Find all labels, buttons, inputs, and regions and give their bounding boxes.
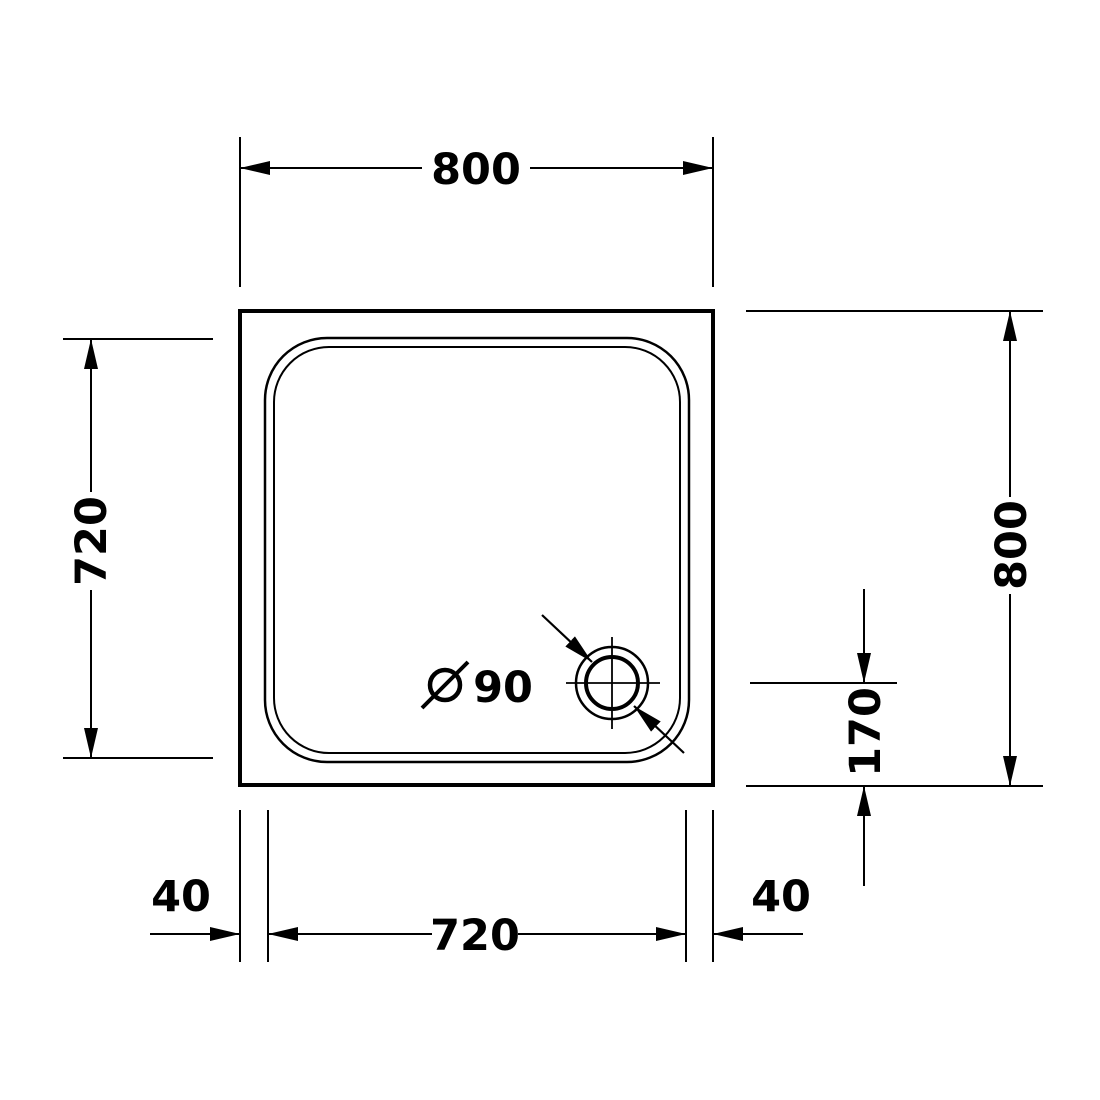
- dimension-drain-offset: [750, 589, 897, 886]
- label-right-height: 800: [987, 500, 1037, 590]
- label-bottom-inner-width: 720: [430, 911, 520, 961]
- drain-diameter-leader-upper: [541, 614, 593, 663]
- drain: [541, 614, 685, 754]
- dimension-left-inner-height: [63, 338, 213, 759]
- dimension-top-width: [239, 137, 714, 287]
- label-left-inner-height: 720: [67, 496, 117, 586]
- shower-tray: [238, 309, 715, 787]
- label-drain-diameter: 90: [473, 663, 533, 713]
- tray-outer-edge: [238, 309, 715, 787]
- label-bottom-right-rim: 40: [751, 872, 811, 922]
- drain-diameter-leader-lower: [633, 705, 685, 754]
- drain-diameter-label: 90: [420, 660, 533, 713]
- basin-inner-edge: [273, 346, 681, 754]
- label-top-width: 800: [431, 145, 521, 195]
- dimension-right-height: [746, 310, 1043, 787]
- basin-outer-edge: [263, 336, 691, 764]
- label-drain-offset: 170: [841, 687, 891, 777]
- label-bottom-left-rim: 40: [151, 872, 211, 922]
- diameter-icon: [420, 660, 470, 710]
